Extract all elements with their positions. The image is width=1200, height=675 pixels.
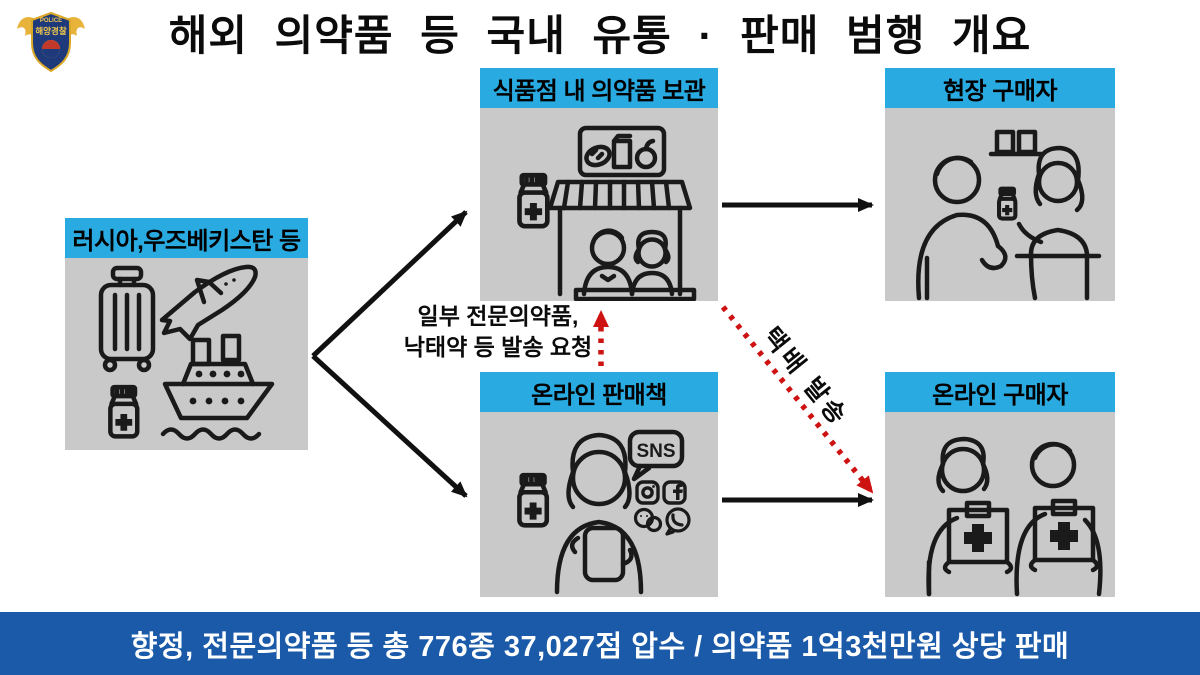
- box-store: 식품점 내 의약품 보관: [480, 68, 718, 301]
- box-online-seller: 온라인 판매책: [480, 372, 718, 597]
- online-seller-icons: SNS: [517, 429, 691, 595]
- seller-woman-phone-icon: [554, 432, 644, 595]
- box-online-buyer-body: [885, 412, 1115, 597]
- seizure-summary-text: 향정, 전문의약품 등 총 776종 37,027점 압수 / 의약품 1억3천…: [130, 630, 1070, 663]
- arrow-source-to-online-seller: [311, 354, 468, 498]
- logo-police-label: POLICE: [40, 18, 62, 24]
- seizure-summary-banner: 향정, 전문의약품 등 총 776종 37,027점 압수 / 의약품 1억3천…: [0, 612, 1200, 675]
- shelf-icon: [988, 129, 1044, 157]
- box-onsite-buyer: 현장 구매자: [885, 68, 1115, 301]
- buyer-man-box-icon: [1014, 441, 1103, 597]
- request-note: 일부 전문의약품, 낙태약 등 발송 요청: [398, 301, 598, 363]
- box-online-seller-body: SNS: [480, 412, 718, 597]
- logo-org-label: 해양경찰: [35, 26, 66, 36]
- page-title: 해외 의약품 등 국내 유통 · 판매 범행 개요: [168, 12, 1032, 59]
- request-note-line2: 낙태약 등 발송 요청: [403, 334, 593, 361]
- request-note-line1: 일부 전문의약품,: [417, 303, 579, 329]
- coast-guard-emblem-icon: POLICE 해양경찰: [17, 11, 85, 73]
- travel-import-icons: [98, 264, 275, 441]
- instagram-icon: [635, 480, 660, 505]
- buyer-person-icon: [916, 155, 1008, 301]
- airplane-icon: [159, 264, 258, 342]
- box-source: 러시아,우즈베키스탄 등: [65, 218, 308, 450]
- medicine-bottle-icon: [108, 384, 140, 439]
- box-online-seller-header: 온라인 판매책: [480, 372, 718, 412]
- medicine-bottle-icon: [517, 472, 550, 528]
- coast-guard-logo: POLICE 해양경찰: [14, 5, 88, 73]
- box-store-header: 식품점 내 의약품 보관: [480, 68, 718, 108]
- buyer-woman-box-icon: [926, 436, 1014, 597]
- box-onsite-buyer-header: 현장 구매자: [885, 68, 1115, 108]
- online-buyer-icons: [926, 436, 1103, 597]
- box-source-header: 러시아,우즈베키스탄 등: [65, 218, 308, 258]
- suitcase-icon: [98, 265, 156, 373]
- sns-badge-label: SNS: [636, 441, 675, 462]
- ship-icon: [160, 333, 275, 441]
- seller-person-icon: [1014, 145, 1102, 301]
- box-source-body: [65, 258, 308, 450]
- counter-sale-icons: [916, 129, 1102, 301]
- medicine-bottle-icon: [517, 172, 550, 229]
- storefront-icon: [547, 125, 697, 301]
- box-online-buyer: 온라인 구매자: [885, 372, 1115, 597]
- box-store-body: [480, 108, 718, 301]
- grocery-store-icons: [517, 125, 697, 301]
- box-onsite-buyer-body: [885, 108, 1115, 301]
- wechat-icon: [633, 507, 663, 533]
- medicine-bottle-icon: [997, 186, 1018, 221]
- box-online-buyer-header: 온라인 구매자: [885, 372, 1115, 412]
- parcel-delivery-label: 택배 발송: [757, 322, 854, 433]
- whatsapp-icon: [665, 507, 691, 536]
- facebook-icon: [662, 480, 687, 505]
- sns-bubble-icon: SNS: [627, 429, 685, 482]
